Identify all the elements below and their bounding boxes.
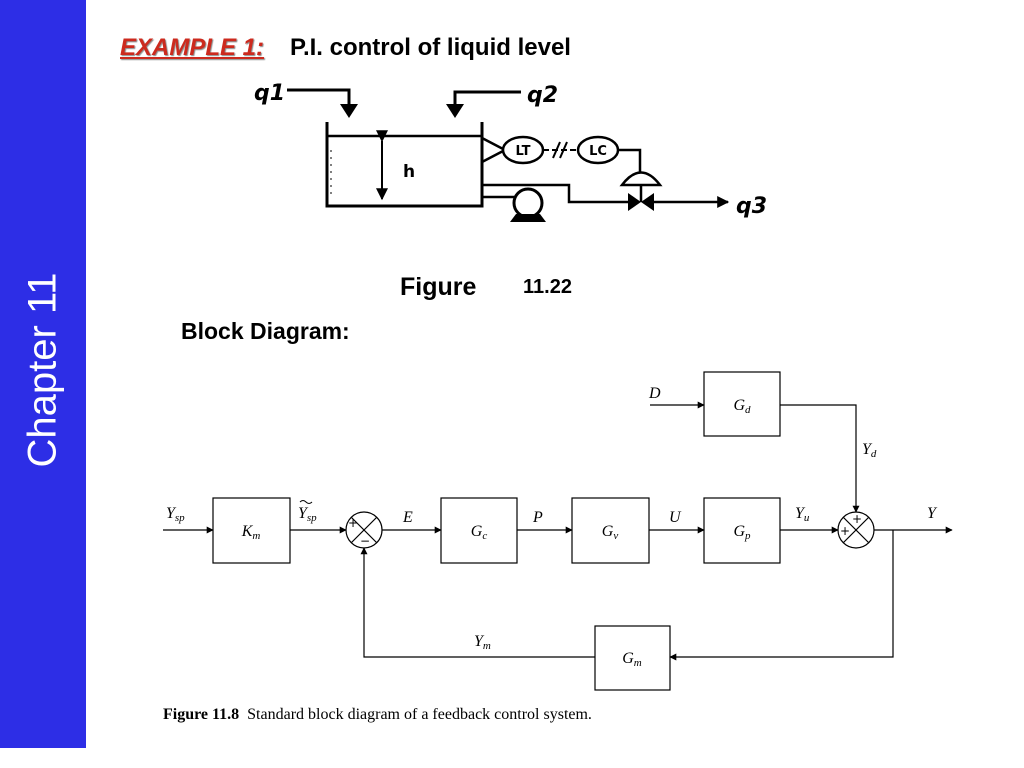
level-label: h bbox=[403, 162, 415, 182]
signal-d-label: D bbox=[648, 385, 661, 402]
tilde-mark bbox=[299, 500, 313, 504]
block-diagram bbox=[163, 371, 953, 691]
block-diagram-heading: Block Diagram: bbox=[181, 318, 350, 344]
controller-output-line bbox=[618, 148, 642, 172]
signal-line bbox=[543, 141, 578, 159]
signal-ysp-tilde-label: Ysp bbox=[298, 505, 317, 524]
control-valve bbox=[628, 193, 654, 211]
example-title: P.I. control of liquid level bbox=[290, 34, 571, 61]
block-gd-label: Gd bbox=[733, 397, 751, 416]
process-schematic: h q1 q2 LT LC bbox=[254, 81, 767, 301]
signal-ym-label: Ym bbox=[474, 633, 491, 652]
q3-label: q3 bbox=[736, 194, 767, 219]
arrow-ym bbox=[360, 547, 595, 658]
comparator-plus-sign: + bbox=[348, 516, 358, 530]
block-labels: Km Gc Gv Gp Gd Gm bbox=[241, 397, 751, 669]
arrow-yd bbox=[780, 404, 860, 513]
junction-plus-left: + bbox=[840, 524, 850, 538]
block-gp-label: Gp bbox=[733, 523, 751, 542]
example-label: EXAMPLE 1: bbox=[120, 34, 265, 61]
lc-label: LC bbox=[589, 144, 607, 159]
signal-e-label: E bbox=[402, 509, 413, 526]
sidebar: Chapter 11 bbox=[0, 0, 86, 748]
signal-labels: Ysp Ysp E P U Yu Y Yd Ym D bbox=[166, 385, 938, 652]
slide-title: EXAMPLE 1: P.I. control of liquid level bbox=[120, 34, 571, 62]
feedback-path bbox=[669, 530, 894, 661]
signal-yd-label: Yd bbox=[862, 441, 877, 460]
inlet-q2-stream bbox=[446, 90, 521, 118]
comparator-minus-sign: − bbox=[360, 534, 370, 548]
block-km-label: Km bbox=[241, 523, 261, 542]
signal-u-label: U bbox=[669, 509, 682, 526]
inlet-q1-stream bbox=[287, 88, 358, 118]
signal-y-label: Y bbox=[927, 505, 938, 522]
outlet-pipe bbox=[482, 183, 628, 204]
junction-plus-top: + bbox=[852, 512, 862, 526]
lt-label: LT bbox=[516, 144, 531, 159]
figure-caption-number: 11.22 bbox=[523, 276, 572, 298]
block-gv-label: Gv bbox=[602, 523, 619, 542]
signal-p-label: P bbox=[532, 509, 543, 526]
q1-label: q1 bbox=[254, 81, 285, 106]
block-gc-label: Gc bbox=[471, 523, 488, 542]
lt-connection-lines bbox=[481, 136, 508, 164]
signal-yu-label: Yu bbox=[795, 505, 810, 524]
figure-caption-word: Figure bbox=[400, 273, 476, 301]
q2-label: q2 bbox=[527, 83, 558, 108]
tank bbox=[325, 122, 484, 208]
valve-actuator bbox=[619, 171, 663, 202]
block-gm-label: Gm bbox=[622, 650, 642, 669]
junction-signs: + − + + bbox=[348, 512, 862, 548]
pump bbox=[510, 187, 546, 222]
signal-ysp-label: Ysp bbox=[166, 505, 185, 524]
